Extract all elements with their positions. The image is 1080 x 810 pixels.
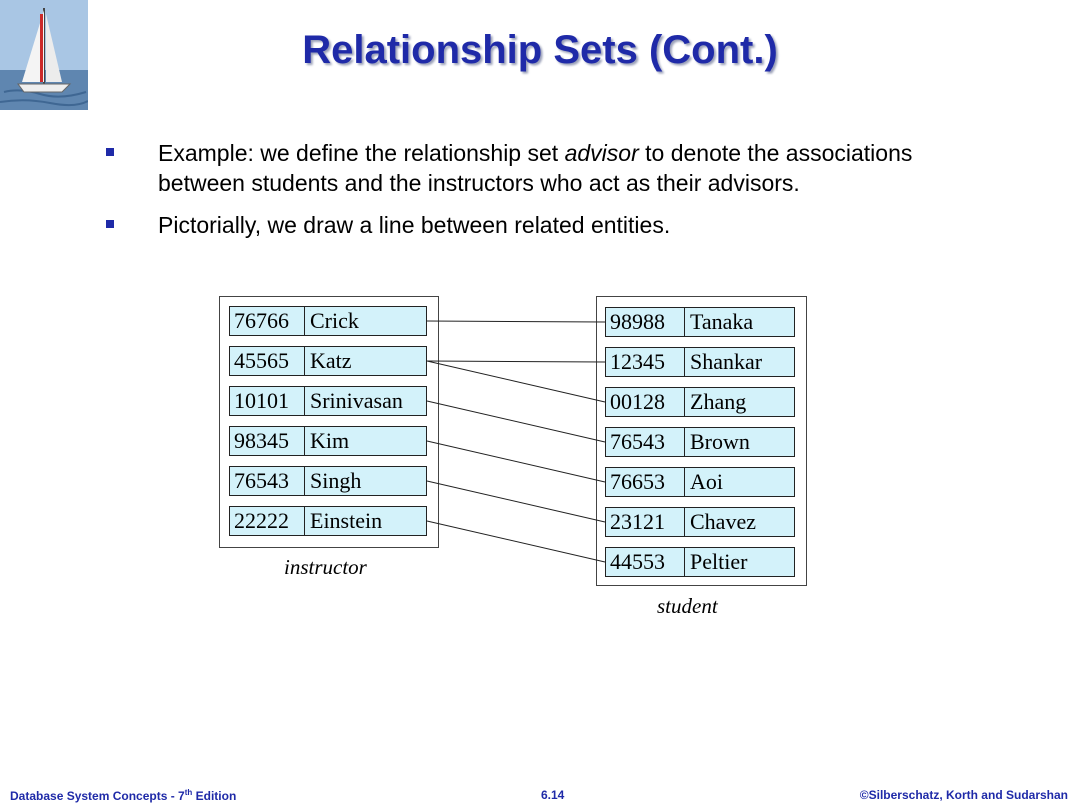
advisor-link-line [426, 520, 606, 563]
student-id: 23121 [606, 508, 685, 536]
student-id: 00128 [606, 388, 685, 416]
advisor-link-line [426, 360, 606, 363]
bullet-text: Pictorially, we draw a line between rela… [158, 212, 671, 238]
bullet-list: Example: we define the relationship set … [100, 138, 920, 252]
advisor-link-line [426, 480, 606, 523]
student-name: Tanaka [690, 309, 754, 334]
advisor-link-line [426, 400, 606, 443]
bullet-item: Example: we define the relationship set … [100, 138, 920, 198]
student-name: Shankar [690, 349, 763, 374]
instructor-name: Crick [310, 308, 359, 333]
student-id: 98988 [606, 308, 685, 336]
footer-left: Database System Concepts - 7th Edition [10, 788, 236, 803]
instructor-name: Einstein [310, 508, 383, 533]
student-name: Brown [690, 429, 750, 454]
instructor-id: 22222 [230, 507, 305, 535]
instructor-name: Srinivasan [310, 388, 403, 413]
instructor-id: 76543 [230, 467, 305, 495]
instructor-id: 10101 [230, 387, 305, 415]
instructor-id: 45565 [230, 347, 305, 375]
bullet-text-em: advisor [564, 140, 639, 166]
student-name: Zhang [690, 389, 747, 414]
instructor-id: 76766 [230, 307, 305, 335]
advisor-link-line [426, 440, 606, 483]
footer-copyright: ©Silberschatz, Korth and Sudarshan [859, 788, 1068, 802]
student-id: 76653 [606, 468, 685, 496]
student-name: Chavez [690, 509, 756, 534]
instructor-name: Katz [310, 348, 352, 373]
advisor-link-line [426, 320, 606, 323]
student-id: 44553 [606, 548, 685, 576]
footer-left-post: Edition [192, 789, 237, 803]
footer-page-number: 6.14 [541, 788, 565, 802]
footer-left-pre: Database System Concepts - 7 [10, 789, 185, 803]
student-name: Aoi [690, 469, 723, 494]
sailboat-logo-icon [0, 0, 88, 110]
bullet-text-post: to denote the associations between stude… [158, 140, 913, 196]
advisor-link-line [426, 360, 606, 403]
student-id: 76543 [606, 428, 685, 456]
bullet-item: Pictorially, we draw a line between rela… [100, 210, 920, 240]
student-caption: student [657, 594, 718, 618]
bullet-square-icon [106, 148, 114, 156]
bullet-square-icon [106, 220, 114, 228]
instructor-caption: instructor [284, 555, 367, 579]
instructor-id: 98345 [230, 427, 305, 455]
bullet-text-pre: Example: we define the relationship set [158, 140, 565, 166]
footer-left-sup: th [184, 788, 193, 797]
student-name: Peltier [690, 549, 748, 574]
student-id: 12345 [606, 348, 685, 376]
slide-title: Relationship Sets (Cont.) [302, 28, 778, 72]
instructor-name: Singh [310, 468, 362, 493]
instructor-name: Kim [310, 428, 350, 453]
